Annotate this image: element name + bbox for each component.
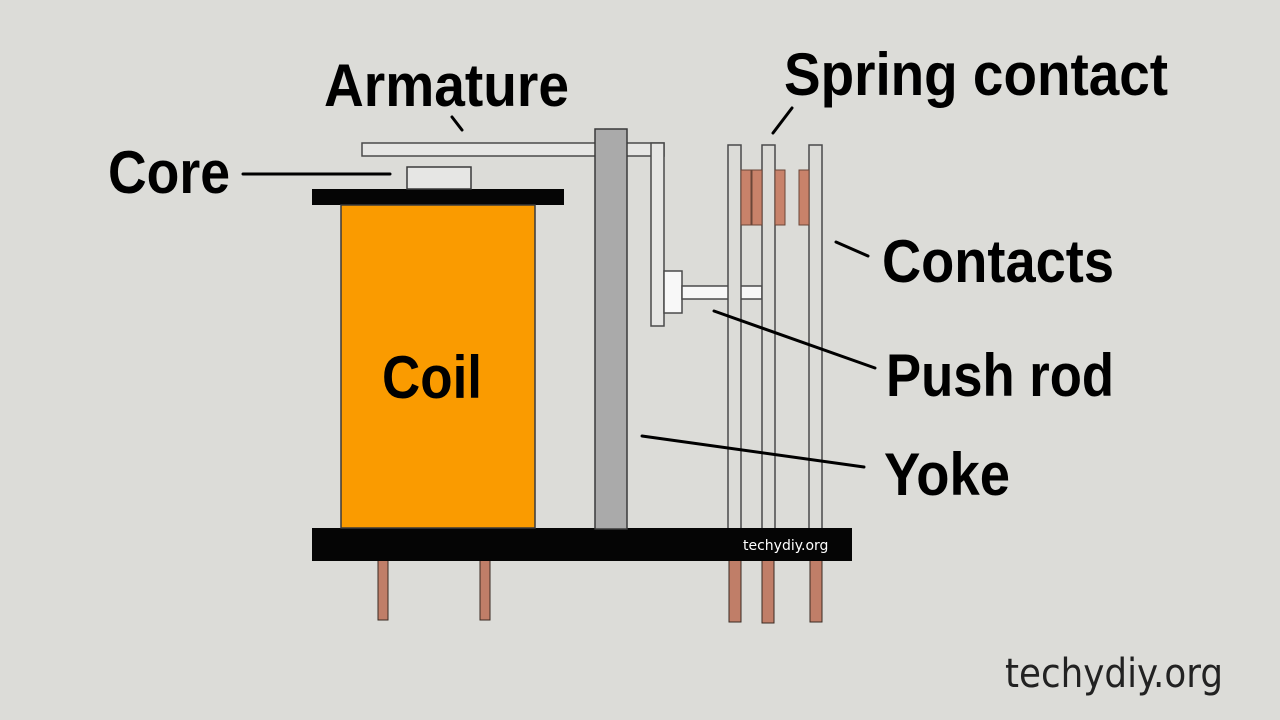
push-rod-head [663, 270, 683, 314]
coil-pin-right [479, 559, 491, 621]
yoke-label: Yoke [884, 441, 1010, 508]
coil-top-plate [312, 189, 564, 205]
push-rod-label: Push rod [886, 342, 1114, 409]
contacts-label: Contacts [882, 228, 1114, 295]
corner-watermark: techydiy.org [1005, 651, 1223, 697]
base-board [312, 528, 852, 561]
contact-pin-3 [809, 559, 823, 623]
contact-plate-3 [808, 144, 823, 531]
armature-label: Armature [324, 52, 569, 119]
contact-pad-1 [740, 169, 752, 226]
contact-plate-1 [727, 144, 742, 531]
spring-contact-label: Spring contact [784, 41, 1168, 108]
push-rod-shaft [681, 285, 763, 300]
spring-contacts [727, 144, 823, 531]
push-rod-leader [712, 309, 877, 370]
contact-pad-3 [774, 169, 786, 226]
contact-pin-2 [761, 559, 775, 624]
coil-pin-left [377, 559, 389, 621]
yoke-leader [640, 434, 866, 469]
spring-contact-leader [771, 106, 794, 135]
leader-lines [241, 106, 877, 469]
armature [361, 142, 665, 327]
coil-label: Coil [382, 344, 482, 411]
coil [340, 204, 536, 529]
contact-pin-1 [728, 559, 742, 623]
contacts-leader [834, 240, 870, 258]
push-rod [663, 270, 763, 314]
armature-vertical-leg [650, 142, 665, 327]
base-watermark: techydiy.org [743, 538, 828, 554]
contact-pads [740, 169, 810, 226]
core-label: Core [108, 139, 230, 206]
pins [377, 559, 823, 624]
contact-pad-2 [751, 169, 763, 226]
contact-plate-2 [761, 144, 776, 531]
core [406, 166, 472, 190]
yoke [594, 128, 628, 530]
armature-leader [450, 115, 464, 132]
contact-pad-4 [798, 169, 810, 226]
